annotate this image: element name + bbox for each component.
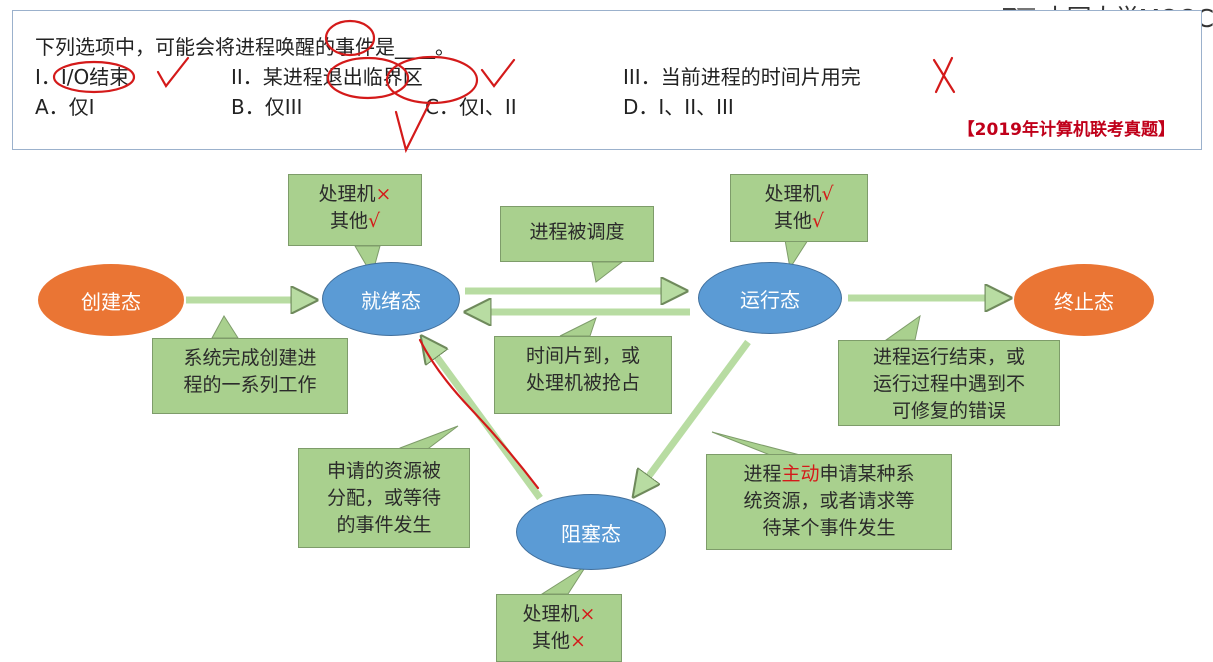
- callout-wakeup: 申请的资源被 分配，或等待 的事件发生: [298, 448, 470, 548]
- state-terminated: 终止态: [1014, 264, 1154, 336]
- callout-block-line2: 统资源，或者请求等: [743, 490, 915, 512]
- callout-tail-terminate: [884, 314, 921, 341]
- choice-b: B．仅III: [231, 95, 303, 119]
- arrow-running-to-blocked: [640, 339, 751, 488]
- state-ready: 就绪态: [322, 262, 460, 336]
- callout-running-resources: 处理机√ 其他√: [730, 174, 868, 242]
- cpu-cross-mark: ×: [375, 183, 392, 205]
- callout-block-line1a: 进程: [743, 463, 782, 485]
- callout-timeslice-line1: 时间片到，或: [525, 345, 640, 367]
- question-panel: 下列选项中，可能会将进程唤醒的事件是____。 I．I/O结束 II．某进程退出…: [12, 10, 1202, 150]
- callout-timeslice: 时间片到，或 处理机被抢占: [494, 336, 672, 414]
- callout-create-line1: 系统完成创建进: [183, 347, 317, 369]
- other-cross-mark: ×: [570, 630, 586, 652]
- question-stem: 下列选项中，可能会将进程唤醒的事件是____。: [35, 35, 455, 59]
- callout-tail-scheduled: [591, 261, 624, 283]
- callout-running-other-label: 其他: [773, 210, 812, 232]
- callout-create-line2: 程的一系列工作: [183, 374, 317, 396]
- state-create: 创建态: [38, 264, 184, 336]
- callout-tail-block: [711, 431, 801, 456]
- other-check-mark: √: [367, 210, 381, 232]
- callout-scheduled: 进程被调度: [500, 206, 654, 262]
- choice-d: D．I、II、III: [623, 95, 734, 119]
- callout-block-emphasis: 主动: [781, 463, 820, 485]
- cpu-check-mark: √: [821, 183, 834, 205]
- callout-block-line1c: 申请某种系: [819, 463, 915, 485]
- callout-timeslice-line2: 处理机被抢占: [525, 372, 640, 394]
- callout-blocked-resources: 处理机× 其他×: [496, 594, 622, 662]
- callout-blocked-other-label: 其他: [532, 630, 571, 652]
- state-blocked: 阻塞态: [516, 494, 666, 570]
- callout-create-done: 系统完成创建进 程的一系列工作: [152, 338, 348, 414]
- question-item-3: III．当前进程的时间片用完: [623, 65, 861, 89]
- callout-tail-create-done: [211, 315, 239, 339]
- callout-wakeup-line1: 申请的资源被: [326, 460, 441, 482]
- callout-block: 进程主动申请某种系 统资源，或者请求等 待某个事件发生: [706, 454, 952, 550]
- callout-wakeup-line2: 分配，或等待: [326, 487, 441, 509]
- callout-scheduled-text: 进程被调度: [529, 221, 625, 243]
- other-check-mark: √: [811, 210, 825, 232]
- callout-ready-resources: 处理机× 其他√: [288, 174, 422, 246]
- callout-ready-cpu-label: 处理机: [318, 183, 376, 205]
- callout-wakeup-line3: 的事件发生: [336, 514, 432, 536]
- choice-a: A．仅I: [35, 95, 95, 119]
- source-tag: 【2019年计算机联考真题】: [957, 120, 1175, 140]
- choice-c: C．仅I、II: [425, 95, 517, 119]
- callout-terminate-line1: 进程运行结束，或: [872, 346, 1025, 368]
- callout-terminate: 进程运行结束，或 运行过程中遇到不 可修复的错误: [838, 340, 1060, 426]
- callout-tail-blocked-resources: [540, 565, 587, 595]
- state-running: 运行态: [698, 262, 842, 334]
- question-item-1: I．I/O结束: [35, 65, 130, 89]
- callout-running-cpu-label: 处理机: [764, 183, 822, 205]
- callout-terminate-line2: 运行过程中遇到不: [872, 373, 1025, 395]
- callout-ready-other-label: 其他: [329, 210, 368, 232]
- callout-block-line3: 待某个事件发生: [762, 517, 896, 539]
- callout-terminate-line3: 可修复的错误: [891, 400, 1006, 422]
- callout-blocked-cpu-label: 处理机: [522, 603, 580, 625]
- callout-tail-timeslice: [559, 317, 597, 337]
- cpu-cross-mark: ×: [579, 603, 596, 625]
